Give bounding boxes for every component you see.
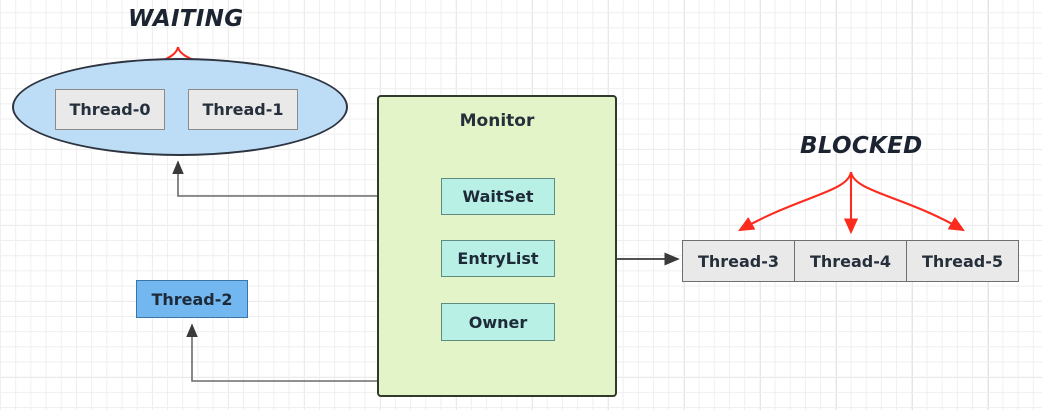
- thread-box-thread-1[interactable]: Thread-1: [188, 89, 298, 130]
- monitor-field-waitset[interactable]: WaitSet: [441, 178, 555, 215]
- monitor-field-entrylist[interactable]: EntryList: [441, 240, 555, 277]
- thread-box-thread-4[interactable]: Thread-4: [794, 240, 907, 282]
- blocked-state-label: BLOCKED: [800, 133, 923, 159]
- monitor-title: Monitor: [459, 111, 535, 131]
- blocked-red-arrows: [737, 171, 965, 235]
- monitor-field-label: WaitSet: [462, 187, 534, 206]
- thread-box-thread-2[interactable]: Thread-2: [136, 280, 248, 318]
- thread-box-thread-5[interactable]: Thread-5: [906, 240, 1019, 282]
- thread-label: Thread-0: [69, 100, 151, 119]
- thread-label: Thread-3: [697, 251, 780, 271]
- thread-box-thread-0[interactable]: Thread-0: [55, 89, 165, 130]
- monitor-field-label: Owner: [468, 312, 528, 332]
- thread-box-thread-3[interactable]: Thread-3: [682, 240, 795, 282]
- thread-label: Thread-1: [202, 100, 284, 119]
- thread-label: Thread-5: [921, 251, 1004, 271]
- monitor-field-owner[interactable]: Owner: [441, 303, 555, 341]
- monitor-field-label: EntryList: [457, 249, 539, 268]
- thread-label: Thread-2: [151, 289, 233, 309]
- thread-label: Thread-4: [809, 251, 892, 271]
- waiting-state-label: WAITING: [128, 6, 244, 32]
